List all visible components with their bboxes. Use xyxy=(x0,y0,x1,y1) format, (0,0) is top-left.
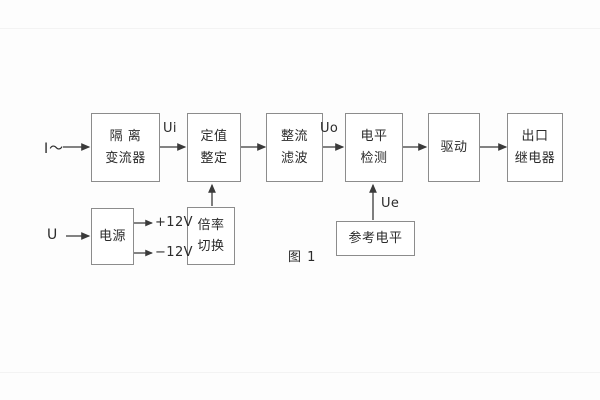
block-isolating-transformer-line-1: 隔 离 xyxy=(109,129,142,145)
block-level-detection-line-2: 检测 xyxy=(360,150,388,166)
block-rectify-filter[interactable]: 整流 滤波 xyxy=(266,113,323,182)
block-setting-value[interactable]: 定值 整定 xyxy=(187,113,241,182)
block-output-relay-line-2: 继电器 xyxy=(514,150,556,166)
bottom-rule xyxy=(0,372,600,373)
block-reference-level[interactable]: 参考电平 xyxy=(336,221,415,256)
label-signal-uo: Uo xyxy=(320,121,339,136)
block-power-supply-line-1: 电源 xyxy=(98,229,126,244)
block-rectify-filter-line-2: 滤波 xyxy=(280,150,308,166)
block-isolating-transformer[interactable]: 隔 离 变流器 xyxy=(91,113,160,182)
label-signal-ui: Ui xyxy=(163,121,177,136)
block-setting-value-line-2: 整定 xyxy=(200,150,228,166)
label-rail-positive: +12V xyxy=(155,215,193,230)
figure-caption: 图 1 xyxy=(288,250,317,265)
block-output-relay-line-1: 出口 xyxy=(521,129,549,145)
block-multiplier-switch-line-1: 倍率 xyxy=(197,217,225,233)
block-level-detection-line-1: 电平 xyxy=(360,129,388,145)
block-drive-line-1: 驱动 xyxy=(440,140,468,155)
label-signal-ue: Ue xyxy=(381,196,400,211)
label-voltage-input: U xyxy=(47,227,59,243)
block-output-relay[interactable]: 出口 继电器 xyxy=(507,113,563,182)
block-level-detection[interactable]: 电平 检测 xyxy=(345,113,403,182)
label-rail-negative: −12V xyxy=(155,245,193,260)
block-multiplier-switch-line-2: 切换 xyxy=(197,239,225,254)
block-drive[interactable]: 驱动 xyxy=(428,113,480,182)
block-rectify-filter-line-1: 整流 xyxy=(280,129,308,145)
block-multiplier-switch[interactable]: 倍率 切换 xyxy=(187,207,235,265)
block-reference-level-line-1: 参考电平 xyxy=(348,231,403,246)
block-power-supply[interactable]: 电源 xyxy=(91,208,134,265)
top-rule xyxy=(0,28,600,29)
label-current-input: I～ xyxy=(44,141,65,157)
block-isolating-transformer-line-2: 变流器 xyxy=(105,150,146,166)
block-setting-value-line-1: 定值 xyxy=(200,129,228,145)
